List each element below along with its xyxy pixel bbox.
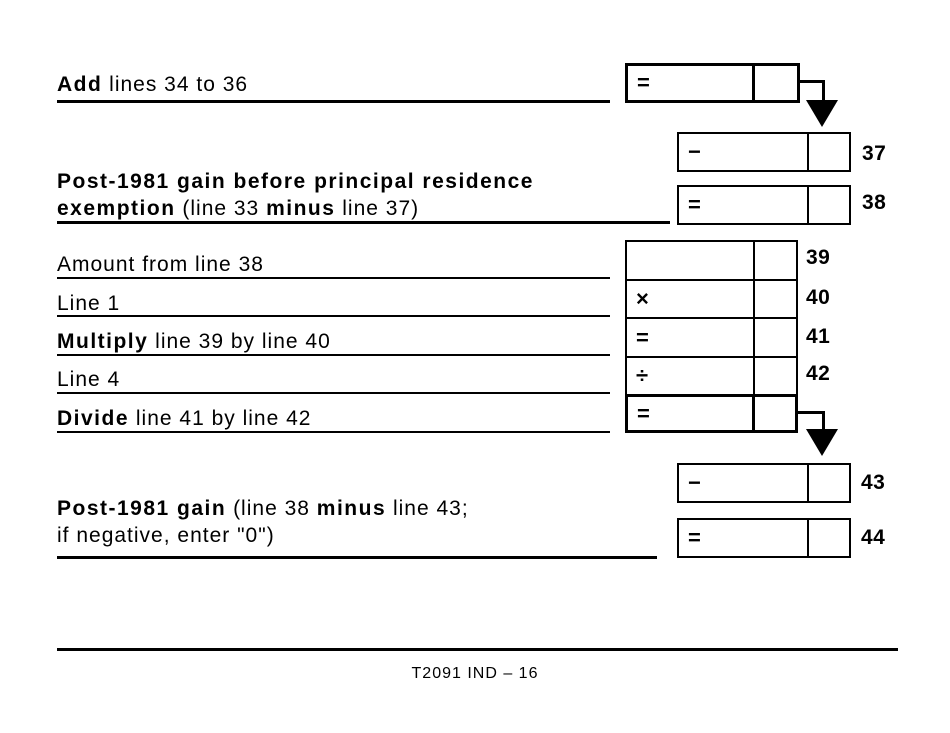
divide-result-cents-field[interactable]: [752, 397, 795, 430]
row-39-label: Amount from line 38: [57, 253, 264, 276]
heading-line-44-reg1: (line 38: [226, 497, 317, 520]
underline-row-42: [57, 392, 610, 394]
minus-operator: −: [688, 470, 701, 495]
underline-add-row: [57, 100, 610, 103]
flow-arrow-1-horizontal: [798, 80, 825, 83]
line-37-cents-field[interactable]: [807, 134, 849, 170]
add-lines-label-bold: Add: [57, 73, 103, 96]
line-38-cents-field[interactable]: [807, 187, 849, 223]
line-40-cents-field[interactable]: [753, 281, 796, 317]
line-43-amount-field[interactable]: −: [677, 463, 851, 503]
flow-arrow-2-horizontal: [796, 411, 825, 414]
line-44-cents-field[interactable]: [807, 520, 849, 556]
flow-arrow-2-head-icon: [806, 429, 838, 456]
row-40-label: Line 1: [57, 292, 121, 315]
row-41-label: Multiply line 39 by line 40: [57, 330, 331, 353]
heading-line-38: Post-1981 gain before principal residenc…: [57, 168, 534, 222]
row-43-label: Divide line 41 by line 42: [57, 407, 312, 430]
heading-line-38-bold2: exemption: [57, 197, 176, 220]
line-39-cents-field[interactable]: [753, 242, 796, 279]
line-40-amount-field[interactable]: ×: [625, 279, 798, 319]
line-number-43: 43: [861, 471, 886, 494]
line-42-cents-field[interactable]: [753, 358, 796, 394]
underline-row-41: [57, 354, 610, 356]
equals-operator: =: [688, 192, 701, 217]
underline-row-40: [57, 315, 610, 317]
line-number-44: 44: [861, 526, 886, 549]
line-41-amount-field[interactable]: =: [625, 317, 798, 358]
heading-line-38-reg2: line 37): [335, 197, 420, 220]
footer-divider: [57, 648, 898, 651]
line-37-amount-field[interactable]: −: [677, 132, 851, 172]
row-42-label: Line 4: [57, 368, 121, 391]
heading-line-44-bold2: minus: [316, 497, 387, 520]
heading-line-38-reg1: (line 33: [175, 197, 267, 220]
sum-lines-34-36-cents-field[interactable]: [752, 66, 797, 100]
line-42-amount-field[interactable]: ÷: [625, 356, 798, 396]
flow-arrow-2-vertical: [822, 411, 825, 432]
underline-row-39: [57, 277, 610, 279]
line-number-41: 41: [806, 325, 831, 348]
divide-operator: ÷: [636, 363, 649, 388]
flow-arrow-1-head-icon: [806, 100, 838, 127]
line-number-37: 37: [862, 142, 887, 165]
underline-row-43: [57, 431, 610, 433]
line-number-40: 40: [806, 286, 831, 309]
flow-arrow-1-vertical: [822, 80, 825, 103]
equals-operator: =: [637, 400, 650, 426]
add-lines-label-rest: lines 34 to 36: [102, 73, 249, 96]
minus-operator: −: [688, 139, 701, 164]
line-44-amount-field[interactable]: =: [677, 518, 851, 558]
underline-heading-38: [57, 221, 670, 224]
multiply-operator: ×: [636, 286, 649, 311]
heading-line-44-line2: if negative, enter "0"): [57, 524, 275, 547]
line-number-42: 42: [806, 362, 831, 385]
underline-heading-44: [57, 556, 657, 559]
heading-line-44-bold1: Post-1981 gain: [57, 497, 227, 520]
add-lines-label: Add lines 34 to 36: [57, 71, 248, 98]
equals-operator: =: [636, 324, 649, 350]
line-38-amount-field[interactable]: =: [677, 185, 851, 225]
line-41-cents-field[interactable]: [753, 319, 796, 356]
line-39-amount-field[interactable]: [625, 240, 798, 281]
divide-result-field[interactable]: =: [625, 394, 798, 433]
form-id-footer: T2091 IND – 16: [411, 665, 539, 682]
line-number-39: 39: [806, 246, 831, 269]
heading-line-44: Post-1981 gain (line 38 minus line 43; if…: [57, 495, 469, 549]
equals-operator: =: [688, 525, 701, 550]
equals-operator: =: [637, 70, 650, 95]
heading-line-44-reg2: line 43;: [386, 497, 469, 520]
heading-line-38-bold1: Post-1981 gain before principal residenc…: [57, 170, 534, 193]
line-number-38: 38: [862, 191, 887, 214]
heading-line-38-bold3: minus: [266, 197, 336, 220]
line-43-cents-field[interactable]: [807, 465, 849, 501]
sum-lines-34-36-field[interactable]: =: [625, 63, 800, 103]
